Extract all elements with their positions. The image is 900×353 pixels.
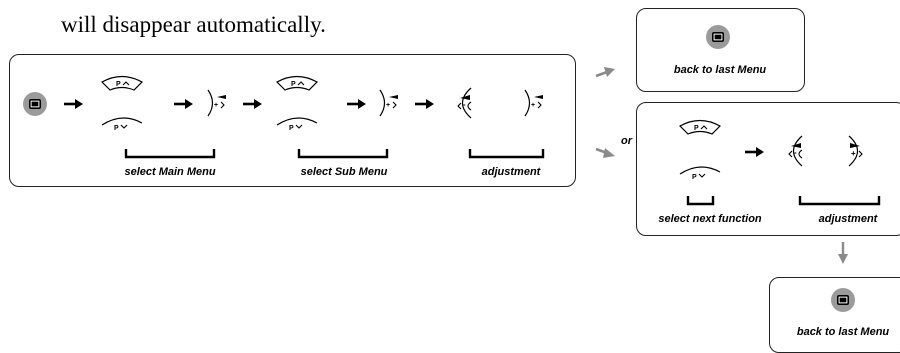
back-to-last-menu-panel: [636, 8, 805, 92]
tv-menu-button-icon: [831, 288, 855, 312]
tv-menu-button-icon: [706, 25, 730, 49]
or-connector: or: [621, 135, 632, 147]
next-adjustment-label: adjustment: [818, 213, 878, 225]
main-flow-panel: [9, 54, 576, 187]
svg-text:+: +: [851, 149, 856, 158]
next-function-panel: [636, 102, 900, 236]
tv-menu-button-icon: [23, 92, 47, 116]
adjustment-label: adjustment: [481, 166, 541, 178]
bottom-back-to-last-menu-label: back to last Menu: [796, 326, 890, 338]
intro-text: will disappear automatically.: [61, 12, 326, 37]
select-main-menu-label: select Main Menu: [124, 166, 216, 178]
select-sub-menu-label: select Sub Menu: [300, 166, 388, 178]
back-to-last-menu-label: back to last Menu: [673, 64, 767, 76]
select-next-function-label: select next function: [658, 213, 762, 225]
